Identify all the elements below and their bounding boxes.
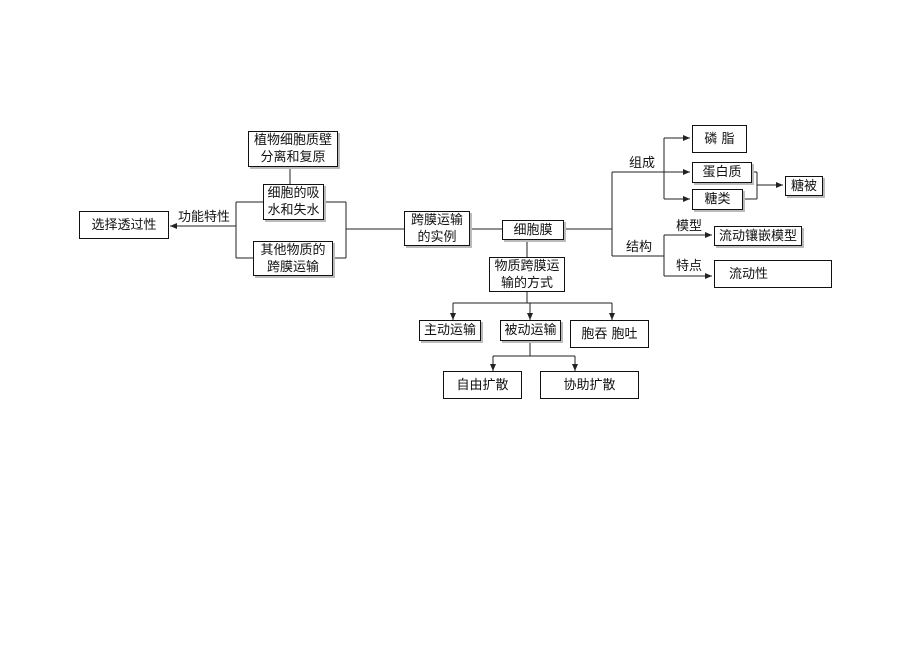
passive-box: 被动运输	[500, 320, 561, 341]
free-label: 自由扩散	[456, 377, 509, 393]
water-box: 细胞的吸 水和失水	[263, 184, 324, 220]
modes-label: 物质跨膜运 输的方式	[494, 258, 560, 291]
protein-box: 蛋白质	[692, 162, 752, 183]
membrane-box: 细胞膜	[502, 220, 564, 240]
other-label: 其他物质的 跨膜运输	[260, 242, 326, 275]
phospholipid-label: 磷 脂	[704, 131, 735, 147]
plasmolysis-box: 植物细胞质壁 分离和复原	[248, 131, 338, 167]
facilitated-box: 协助扩散	[540, 371, 639, 399]
glycocalyx-label: 糖被	[790, 178, 817, 194]
sugar-label: 糖类	[704, 192, 731, 207]
water-label: 细胞的吸 水和失水	[267, 186, 320, 218]
fluidity-box: 流动性	[714, 260, 832, 288]
active-label: 主动运输	[423, 323, 476, 338]
mosaic-box: 流动镶嵌模型	[714, 226, 802, 246]
passive-label: 被动运输	[504, 323, 557, 338]
examples-box: 跨膜运输 的实例	[404, 211, 470, 246]
glycocalyx-box: 糖被	[785, 176, 823, 196]
composition-label: 组成	[629, 156, 656, 171]
membrane-label: 细胞膜	[513, 222, 553, 238]
examples-label: 跨膜运输 的实例	[410, 212, 463, 245]
active-box: 主动运输	[419, 320, 481, 341]
selective-box: 选择透过性	[79, 211, 169, 239]
phospholipid-box: 磷 脂	[692, 125, 747, 153]
fluidity-label: 流动性	[729, 266, 769, 282]
modes-box: 物质跨膜运 输的方式	[489, 257, 565, 292]
model-label: 模型	[676, 219, 703, 234]
endo-label: 胞吞 胞吐	[581, 326, 638, 342]
plasmolysis-label: 植物细胞质壁 分离和复原	[253, 133, 332, 165]
other-box: 其他物质的 跨膜运输	[253, 241, 333, 276]
selective-label: 选择透过性	[91, 217, 157, 233]
structure-label: 结构	[626, 240, 653, 255]
endo-box: 胞吞 胞吐	[570, 320, 649, 348]
facilitated-label: 协助扩散	[563, 377, 616, 393]
protein-label: 蛋白质	[702, 165, 742, 180]
mosaic-label: 流动镶嵌模型	[718, 228, 797, 244]
free-box: 自由扩散	[443, 371, 522, 399]
function-label: 功能特性	[178, 210, 231, 225]
sugar-box: 糖类	[692, 189, 743, 210]
feature-label: 特点	[676, 259, 703, 274]
